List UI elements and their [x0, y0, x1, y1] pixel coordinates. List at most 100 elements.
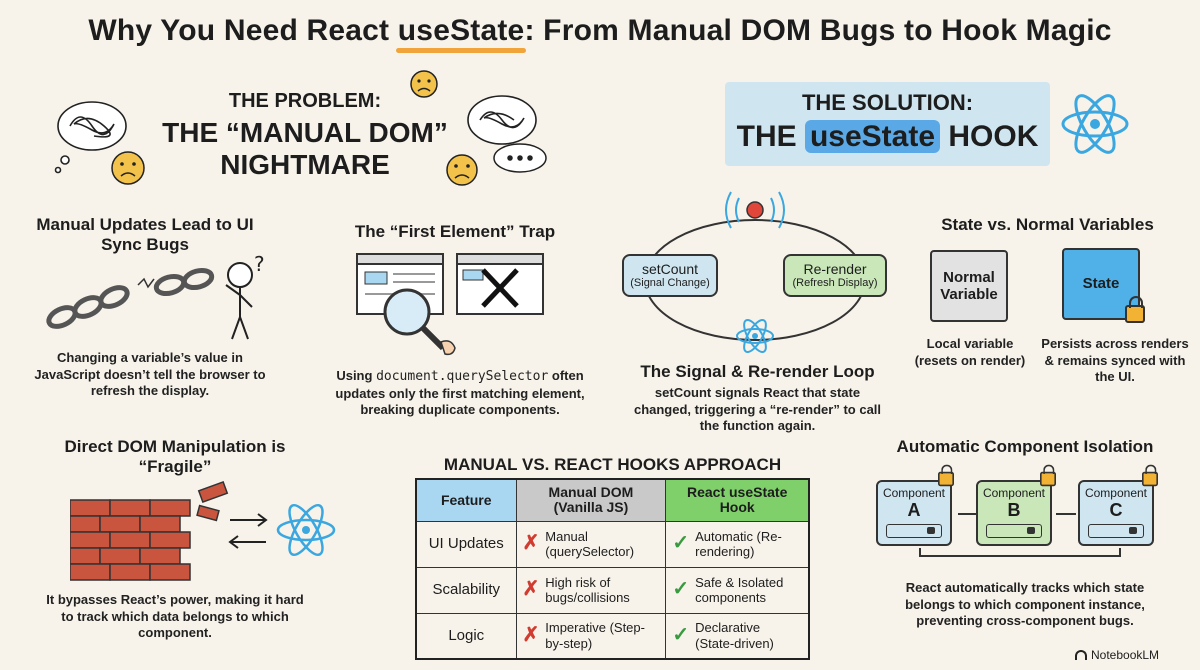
- check-mark-icon: ✓: [672, 623, 690, 646]
- page-title: Why You Need React useState: From Manual…: [0, 14, 1200, 48]
- problem-doodles: [54, 70, 547, 186]
- lock-icon: [1040, 464, 1056, 487]
- solution-line1: THE SOLUTION:: [801, 90, 974, 115]
- component-c: Component C: [1078, 480, 1154, 546]
- table-row: Logic ✗Imperative (Step-by-step) ✓Declar…: [415, 612, 810, 660]
- confused-stick-figure-icon: ?: [225, 255, 265, 340]
- magnifier-icon: [383, 288, 456, 356]
- state-vs-normal-heading: State vs. Normal Variables: [941, 215, 1154, 234]
- svg-text:?: ?: [254, 255, 265, 276]
- header-feature: Feature: [415, 478, 517, 522]
- problem-heading: THE PROBLEM: THE “MANUAL DOM” NIGHTMARE: [140, 90, 470, 181]
- code-query-selector: document.querySelector: [376, 369, 549, 384]
- x-mark-icon: ✗: [522, 578, 540, 601]
- first-element-text: Using document.querySelector often updat…: [325, 368, 595, 419]
- first-element-illustration: [356, 253, 544, 356]
- x-mark-icon: ✗: [522, 623, 540, 646]
- worried-face-icon: [446, 154, 478, 186]
- isolation-connectors: [919, 513, 1121, 557]
- node-setcount: setCount (Signal Change): [622, 254, 718, 297]
- state-desc: Persists across renders & remains synced…: [1041, 336, 1189, 385]
- solution-banner: THE SOLUTION: THE useState HOOK: [725, 82, 1050, 166]
- react-atom-icon: [276, 503, 336, 557]
- lock-icon: [1125, 296, 1145, 323]
- arrow-icon: [228, 513, 268, 549]
- isolation-heading: Automatic Component Isolation: [896, 437, 1154, 456]
- component-label: Component: [982, 486, 1046, 500]
- check-mark-icon: ✓: [672, 532, 690, 555]
- normal-variable-box: Normal Variable: [930, 250, 1008, 322]
- row-react: ✓Safe & Isolated components: [665, 566, 810, 614]
- table-row: UI Updates ✗Manual (querySelector) ✓Auto…: [415, 520, 810, 568]
- row-manual: ✗High risk of bugs/collisions: [515, 566, 667, 614]
- state-box: State: [1062, 248, 1140, 320]
- x-mark-icon: ✗: [522, 532, 540, 555]
- title-highlight: useState: [397, 14, 525, 47]
- broken-chain-icon: ?: [46, 255, 265, 340]
- row-feature: UI Updates: [415, 520, 517, 568]
- row-react: ✓Declarative (State-driven): [665, 612, 810, 660]
- title-pre: Why You Need React: [88, 14, 398, 47]
- component-b: Component B: [976, 480, 1052, 546]
- component-label: Component: [882, 486, 946, 500]
- first-element-heading: The “First Element” Trap: [354, 222, 556, 241]
- component-label: Component: [1084, 486, 1148, 500]
- loop-text: setCount signals React that state change…: [633, 385, 882, 434]
- tangled-scribble-icon: [54, 101, 127, 174]
- broken-brick-wall-icon: [70, 480, 336, 581]
- direct-dom-text: It bypasses React’s power, making it har…: [46, 592, 304, 641]
- worried-face-icon: [111, 151, 145, 185]
- solution-line2: THE useState HOOK: [725, 120, 1050, 154]
- row-feature: Logic: [415, 612, 517, 660]
- node-rerender-main: Re-render: [803, 261, 867, 277]
- row-react-text: Automatic (Re-rendering): [695, 528, 782, 559]
- component-bar: [1088, 524, 1144, 538]
- isolation-text: React automatically tracks which state b…: [905, 580, 1145, 629]
- component-bar: [886, 524, 942, 538]
- problem-line3: NIGHTMARE: [220, 149, 390, 180]
- row-manual: ✗Imperative (Step-by-step): [515, 612, 667, 660]
- solution-pill: useState: [804, 120, 941, 153]
- direct-dom-heading: Direct DOM Manipulation is “Fragile”: [64, 437, 286, 476]
- component-letter: B: [1007, 500, 1021, 520]
- react-atom-icon: [1061, 94, 1129, 154]
- solution-pre: THE: [736, 120, 797, 153]
- browser-window-icon: [456, 253, 544, 315]
- loop-heading: The Signal & Re-render Loop: [640, 362, 875, 381]
- problem-line2: THE “MANUAL DOM”: [162, 117, 448, 148]
- row-react-text: Declarative (State-driven): [695, 620, 774, 651]
- node-setcount-main: setCount: [641, 261, 699, 277]
- component-letter: A: [907, 500, 921, 520]
- row-react: ✓Automatic (Re-rendering): [665, 520, 810, 568]
- radio-signal-icon: [725, 191, 785, 229]
- thought-bubble-icon: [493, 143, 547, 173]
- row-feature: Scalability: [415, 566, 517, 614]
- node-rerender-sub: (Refresh Display): [792, 277, 878, 290]
- row-manual: ✗Manual (querySelector): [515, 520, 667, 568]
- manual-updates-text: Changing a variable’s value in JavaScrip…: [34, 350, 266, 399]
- worried-face-icon: [410, 70, 438, 98]
- react-atom-icon: [736, 319, 774, 353]
- notebooklm-logo-icon: [1075, 650, 1087, 660]
- x-mark-icon: [481, 268, 519, 308]
- title-post: : From Manual DOM Bugs to Hook Magic: [524, 14, 1112, 47]
- tangled-scribble-icon: [467, 95, 537, 145]
- lock-icon: [938, 464, 954, 487]
- header-manual: Manual DOM (Vanilla JS): [515, 478, 667, 522]
- first-element-pre: Using: [336, 368, 373, 383]
- brand-label: NotebookLM: [1091, 648, 1160, 662]
- brand: NotebookLM: [1075, 648, 1159, 662]
- component-letter: C: [1109, 500, 1123, 520]
- node-rerender: Re-render (Refresh Display): [783, 254, 887, 297]
- comparison-heading: MANUAL VS. REACT HOOKS APPROACH: [443, 455, 782, 474]
- node-setcount-sub: (Signal Change): [630, 277, 710, 290]
- table-header-row: Feature Manual DOM (Vanilla JS) React us…: [415, 478, 810, 522]
- component-a: Component A: [876, 480, 952, 546]
- row-manual-text: Manual (querySelector): [545, 528, 635, 559]
- check-mark-icon: ✓: [672, 578, 690, 601]
- normal-variable-desc: Local variable (resets on render): [914, 336, 1026, 368]
- first-element-post: often updates only the first matching el…: [335, 368, 585, 418]
- comparison-table: Feature Manual DOM (Vanilla JS) React us…: [415, 478, 810, 660]
- row-manual-text: High risk of bugs/collisions: [545, 574, 630, 605]
- lock-icon: [1142, 464, 1158, 487]
